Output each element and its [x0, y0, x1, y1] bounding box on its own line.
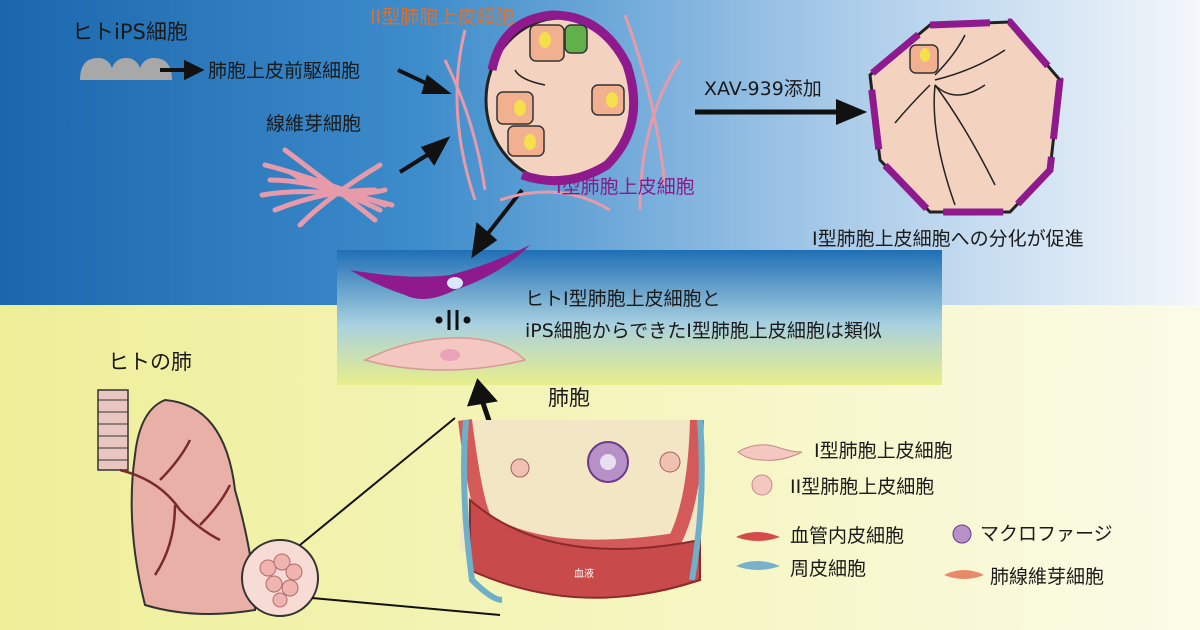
- label-fibroblast: 線維芽細胞: [266, 113, 362, 135]
- label-promote: I型肺胞上皮細胞への分化が促進: [812, 228, 1084, 250]
- alveolar-organoid-icon: [484, 10, 639, 186]
- organoid-fibroblast-icon: [443, 14, 682, 212]
- legend-type2: II型肺胞上皮細胞: [790, 476, 935, 498]
- label-xav: XAV-939添加: [704, 78, 822, 100]
- zoom-lines: [299, 417, 501, 616]
- label-similar-1: ヒトI型肺胞上皮細胞と: [525, 288, 721, 310]
- similar-symbol-icon: [435, 310, 471, 330]
- legend-icons: [736, 444, 984, 579]
- label-ips: ヒトiPS細胞: [72, 20, 188, 44]
- ips-cell-cluster-icon: [80, 58, 172, 80]
- label-type1-mid: I型肺胞上皮細胞: [556, 176, 695, 198]
- legend-pericyte: 周皮細胞: [790, 558, 867, 580]
- alveoli-cluster-icon: [259, 553, 303, 608]
- human-type1-cell-icon: [350, 245, 530, 299]
- label-blood: 血液: [574, 569, 594, 580]
- label-type2-top: II型肺胞上皮細胞: [370, 6, 515, 28]
- label-progenitor: 肺胞上皮前駆細胞: [208, 60, 361, 82]
- alveolus-cross-section-icon: [458, 419, 705, 603]
- legend-type1: I型肺胞上皮細胞: [814, 440, 953, 462]
- label-alveolus: 肺胞: [548, 386, 590, 410]
- label-human-lung: ヒトの肺: [108, 350, 192, 374]
- legend-lung-fibroblast: 肺線維芽細胞: [990, 566, 1105, 588]
- differentiated-organoid-icon: [866, 18, 1064, 216]
- fibroblast-bundle-icon: [259, 147, 395, 228]
- legend-endothelial: 血管内皮細胞: [790, 525, 905, 547]
- ips-type1-cell-icon: [362, 337, 527, 371]
- legend-macrophage: マクロファージ: [980, 523, 1113, 545]
- human-lung-icon: [97, 389, 257, 615]
- label-similar-2: iPS細胞からできたI型肺胞上皮細胞は類似: [525, 320, 882, 342]
